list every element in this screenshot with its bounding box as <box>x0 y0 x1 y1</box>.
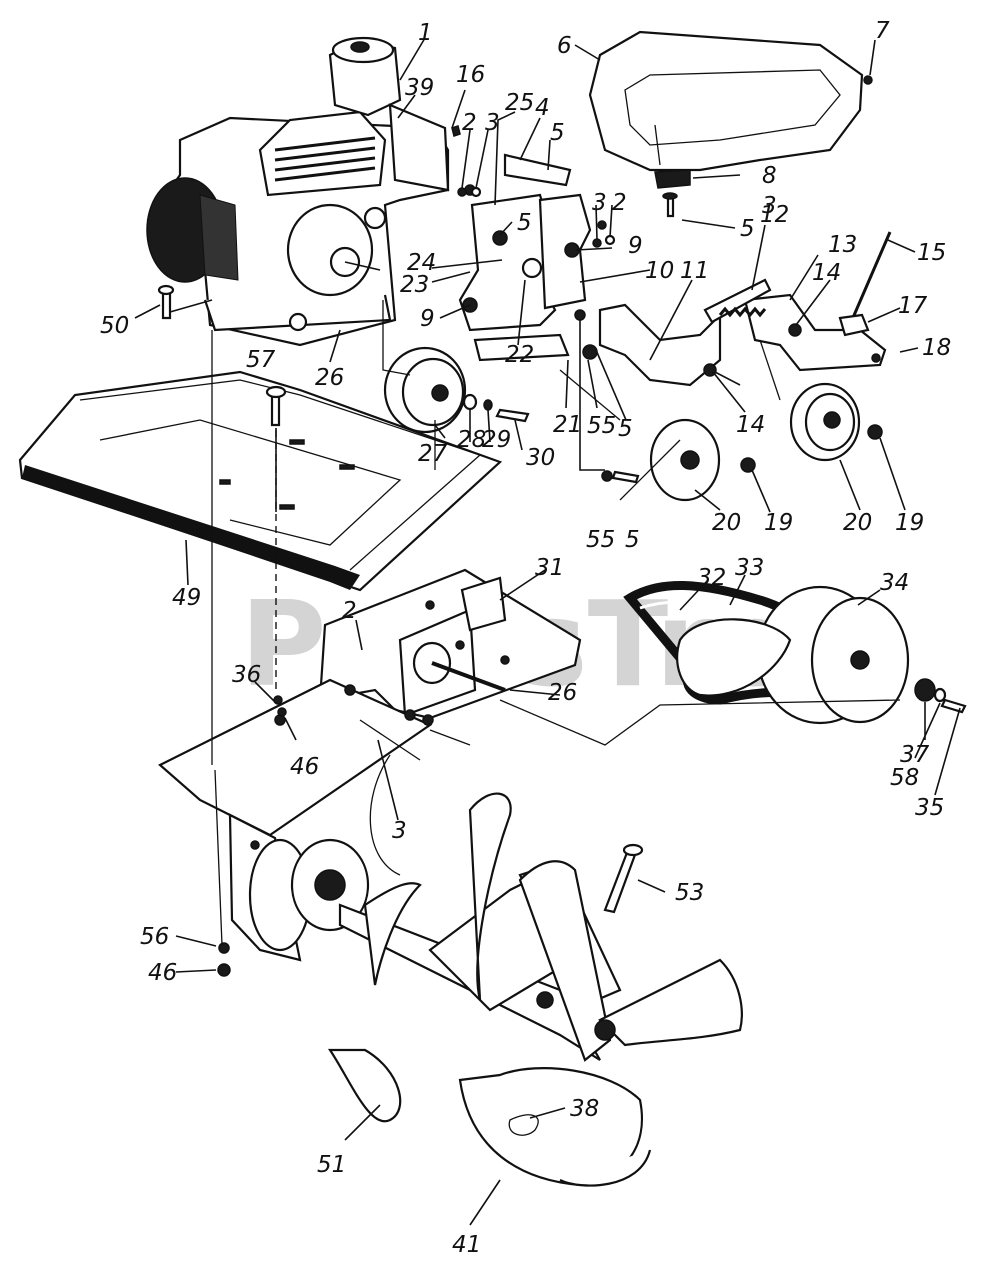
label-57: 57 <box>246 347 276 373</box>
label-41: 41 <box>452 1232 481 1258</box>
label-37: 37 <box>900 742 930 768</box>
label-21: 21 <box>553 412 582 438</box>
clutch-lever-assembly <box>703 231 892 372</box>
label-32: 32 <box>697 565 726 591</box>
belt-cover <box>588 30 873 189</box>
label-51: 51 <box>317 1152 346 1178</box>
tine-assembly <box>327 792 743 1187</box>
label-50: 50 <box>100 313 129 339</box>
label-3: 3 <box>485 110 500 136</box>
label-55b: 55 <box>586 527 615 553</box>
pulleys <box>383 346 883 502</box>
label-14: 14 <box>812 260 841 286</box>
label-17: 17 <box>898 293 928 319</box>
label-3d: 3 <box>392 818 407 844</box>
label-13: 13 <box>828 232 857 258</box>
label-12: 12 <box>760 202 789 228</box>
label-22: 22 <box>505 342 534 368</box>
label-55: 55 <box>587 413 616 439</box>
tine-housing <box>158 568 582 962</box>
label-4: 4 <box>535 95 550 121</box>
label-14b: 14 <box>736 412 765 438</box>
label-16: 16 <box>456 62 485 88</box>
label-5e: 5 <box>625 527 640 553</box>
label-5d: 5 <box>618 416 633 442</box>
drive-belts-and-pulley <box>623 581 967 725</box>
label-29: 29 <box>482 427 511 453</box>
label-56: 56 <box>140 924 169 950</box>
label-1: 1 <box>418 20 433 46</box>
label-26b: 26 <box>548 680 577 706</box>
label-7: 7 <box>875 18 890 44</box>
label-26: 26 <box>315 365 344 391</box>
label-5b: 5 <box>740 216 755 242</box>
tine-shield <box>18 370 503 592</box>
label-25: 25 <box>505 90 534 116</box>
label-58: 58 <box>890 765 919 791</box>
label-11: 11 <box>680 258 709 284</box>
label-23: 23 <box>400 272 429 298</box>
label-10: 10 <box>645 258 674 284</box>
label-8: 8 <box>762 163 777 189</box>
assembly-lines <box>211 300 901 946</box>
label-5c: 5 <box>517 210 532 236</box>
leader-lines <box>134 37 961 1226</box>
label-2b: 2 <box>612 190 627 216</box>
label-36: 36 <box>232 662 261 688</box>
label-53: 53 <box>675 880 704 906</box>
label-27: 27 <box>418 441 448 467</box>
label-3b: 3 <box>762 193 777 219</box>
label-20b: 20 <box>843 510 872 536</box>
label-20: 20 <box>712 510 741 536</box>
label-2c: 2 <box>342 598 357 624</box>
label-2: 2 <box>462 110 477 136</box>
engine <box>146 36 450 347</box>
label-24: 24 <box>407 250 436 276</box>
label-9b: 9 <box>420 306 435 332</box>
label-38: 38 <box>570 1096 599 1122</box>
label-9: 9 <box>628 233 643 259</box>
label-35: 35 <box>915 795 944 821</box>
label-28: 28 <box>457 427 486 453</box>
label-3c: 3 <box>592 190 607 216</box>
idler-spring <box>718 306 767 318</box>
label-46: 46 <box>290 754 319 780</box>
label-46b: 46 <box>148 960 177 986</box>
label-19b: 19 <box>895 510 924 536</box>
label-31: 31 <box>535 555 564 581</box>
label-39: 39 <box>405 75 434 101</box>
label-18: 18 <box>922 335 951 361</box>
label-15: 15 <box>917 240 946 266</box>
label-33: 33 <box>735 555 764 581</box>
label-6: 6 <box>557 33 572 59</box>
label-30: 30 <box>526 445 555 471</box>
label-49: 49 <box>172 585 201 611</box>
part-number-labels: 1 39 16 2 3 25 4 5 6 7 8 3 5 3 2 5 9 10 … <box>100 18 951 1258</box>
label-5: 5 <box>550 120 565 146</box>
label-34: 34 <box>880 570 909 596</box>
label-19: 19 <box>764 510 793 536</box>
